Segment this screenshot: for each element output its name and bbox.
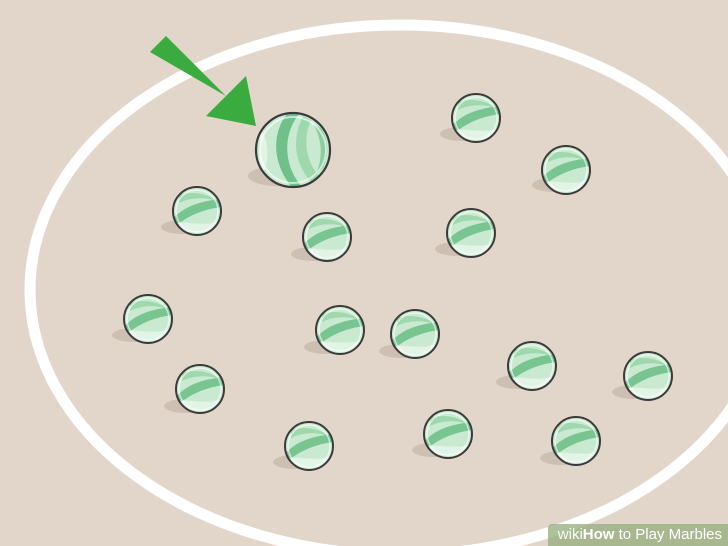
target-marble — [452, 94, 500, 142]
pointer-arrow-icon — [150, 36, 256, 126]
target-marble — [424, 410, 472, 458]
target-marble — [542, 146, 590, 194]
target-marble — [316, 306, 364, 354]
target-marble — [124, 295, 172, 343]
wikihow-watermark: wikiHow to Play Marbles — [547, 524, 728, 546]
target-marble — [285, 422, 333, 470]
target-marble — [552, 417, 600, 465]
marble-ring-chalk-circle — [24, 19, 728, 546]
target-marble — [176, 365, 224, 413]
watermark-wiki-text: wiki — [557, 526, 583, 543]
target-marble — [173, 187, 221, 235]
shooter-marble — [256, 113, 330, 187]
target-marble — [624, 352, 672, 400]
watermark-how-text: How — [582, 526, 615, 543]
target-marble — [303, 213, 351, 261]
watermark-title-text: to Play Marbles — [614, 526, 722, 543]
target-marble — [391, 310, 439, 358]
target-marble — [508, 342, 556, 390]
target-marble — [447, 209, 495, 257]
